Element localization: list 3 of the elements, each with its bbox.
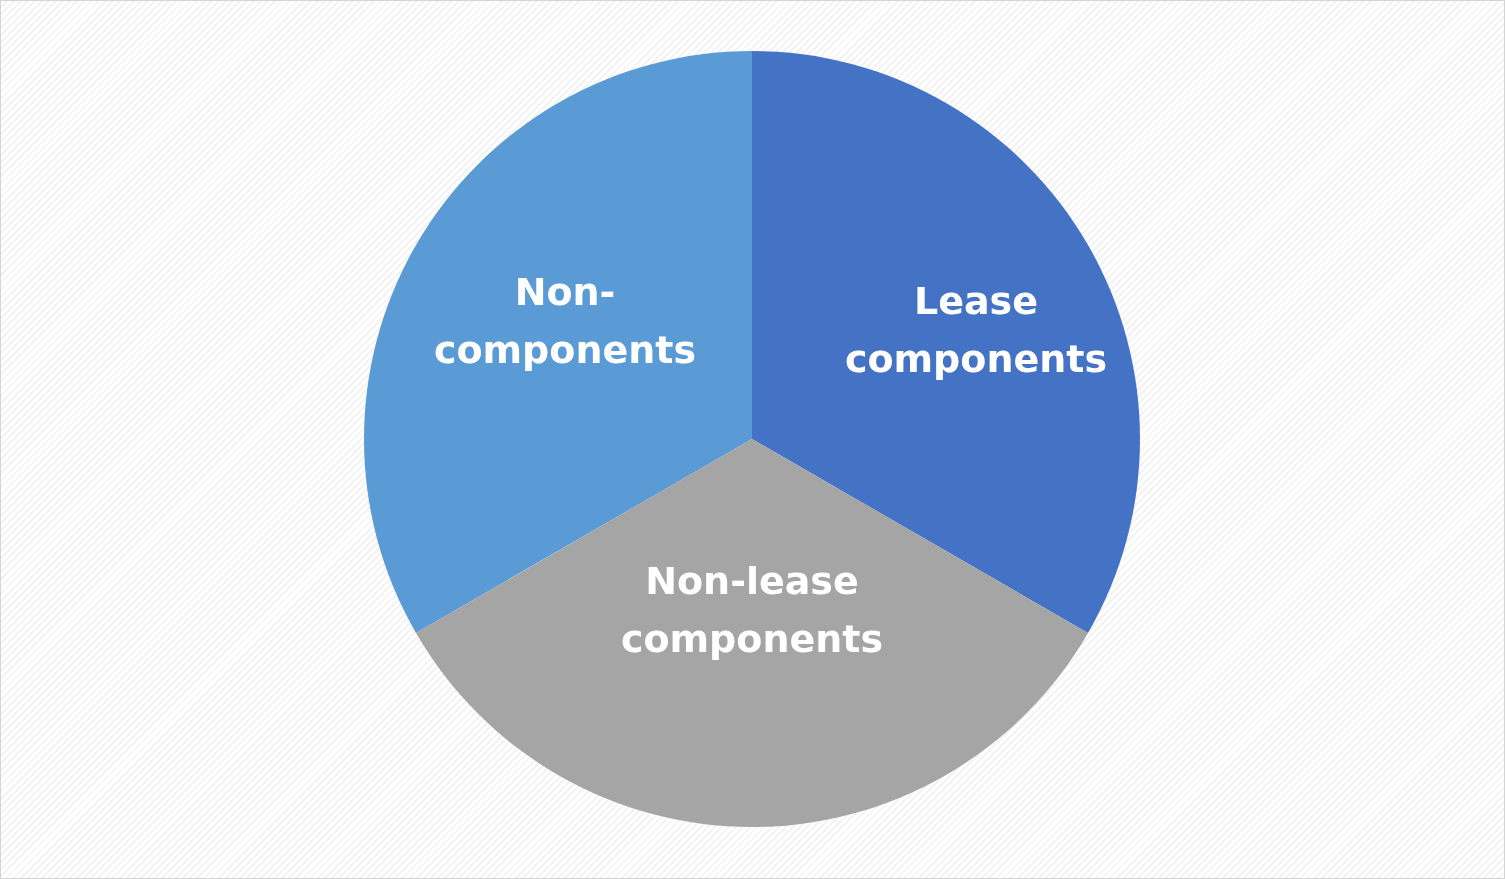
slice-label: Non-lease components	[619, 558, 885, 663]
slice-label: Lease components	[843, 278, 1109, 383]
slice-label: Non- components	[432, 269, 698, 374]
